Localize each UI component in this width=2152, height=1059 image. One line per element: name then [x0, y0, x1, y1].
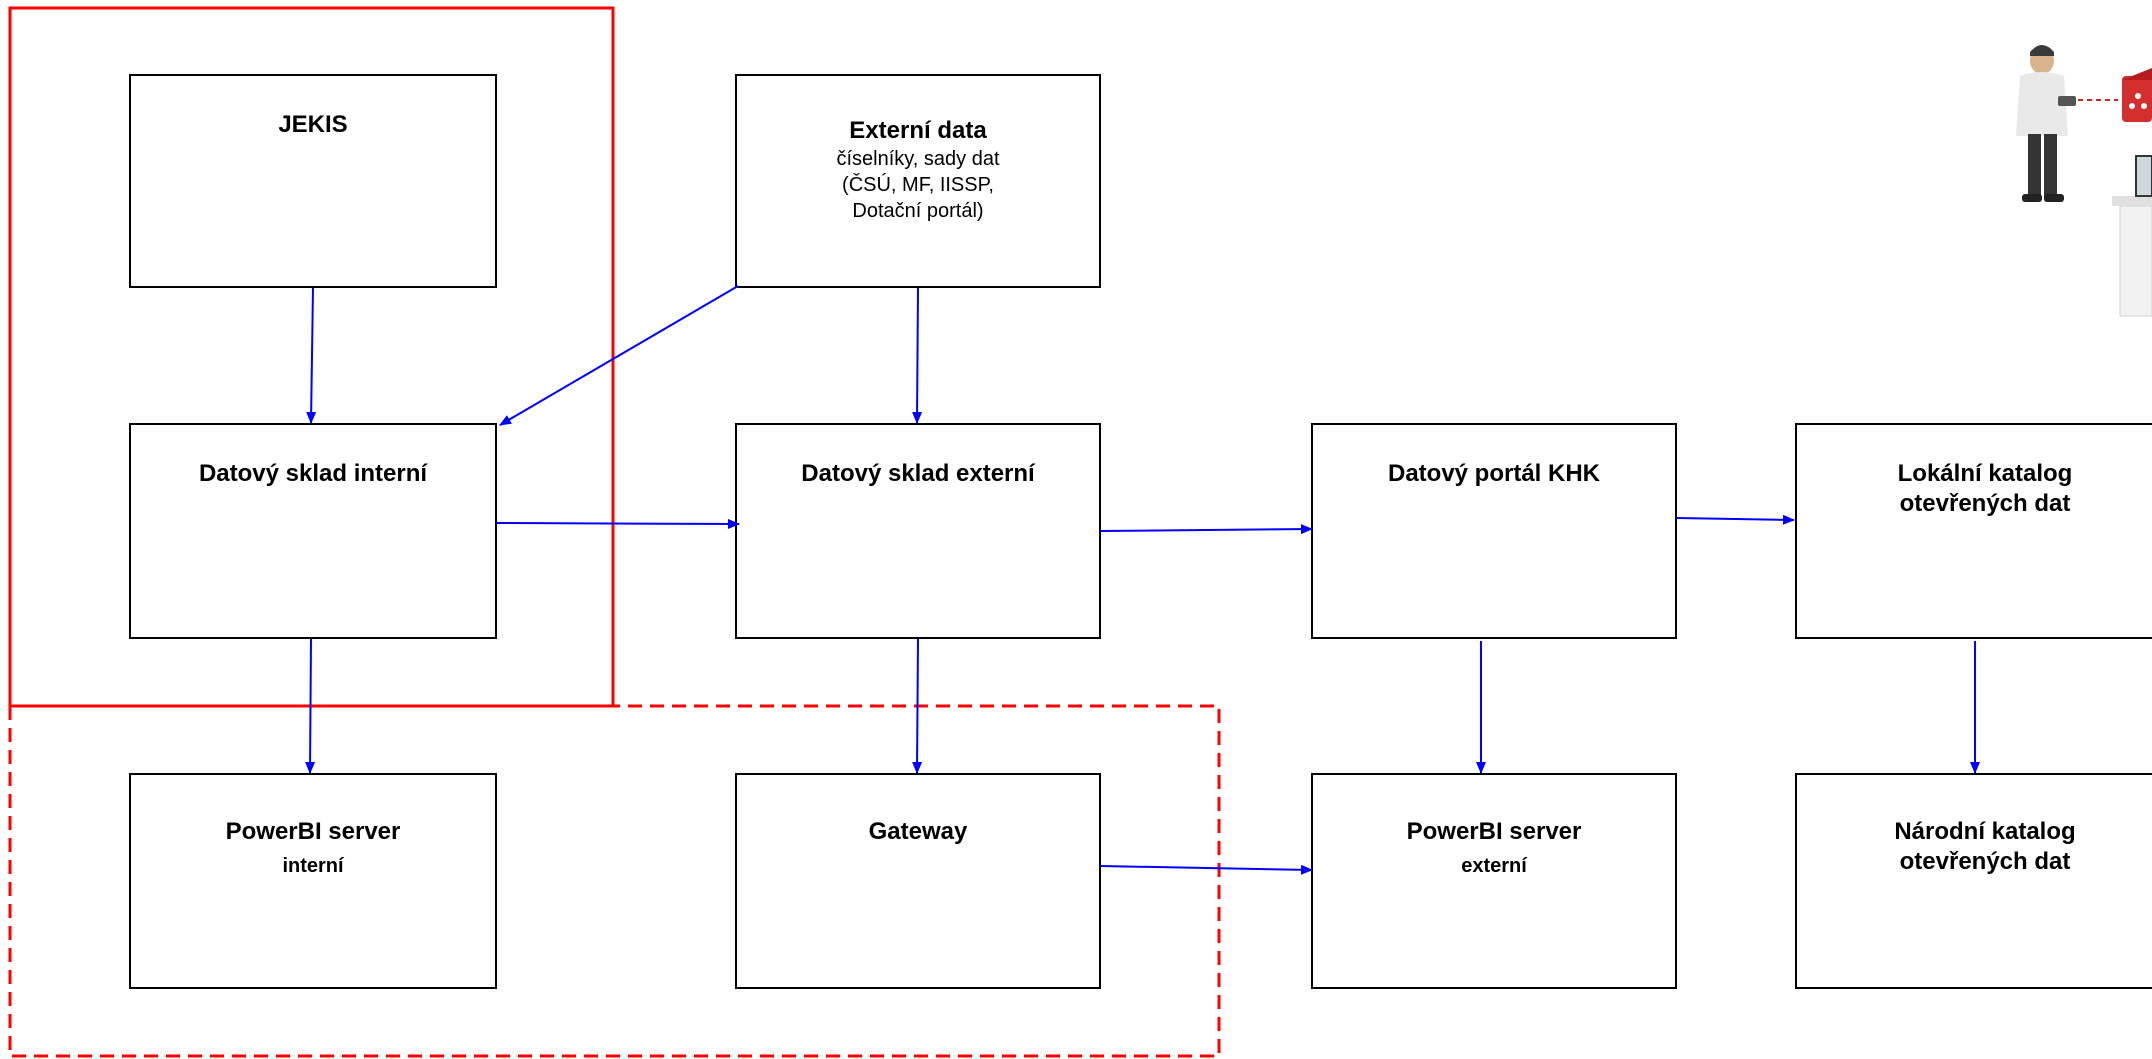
arrow-sklad-externi-to-portal — [1100, 524, 1313, 535]
node-datovy-sklad-externi: Datový sklad externí — [735, 423, 1101, 639]
node-narodni-katalog-title: Národní katalog otevřených dat — [1894, 818, 2076, 875]
node-externi-data: Externí data číselníky, sady dat (ČSÚ, M… — [735, 74, 1101, 288]
node-externi-data-subtitle: číselníky, sady dat (ČSÚ, MF, IISSP, Dot… — [836, 148, 1000, 222]
node-datovy-portal-khk-title: Datový portál KHK — [1387, 460, 1601, 487]
node-powerbi-externi: PowerBI server externí — [1311, 773, 1677, 989]
node-jekis: JEKIS — [129, 74, 497, 288]
arrow-jekis-to-sklad-interni — [306, 287, 317, 424]
node-powerbi-externi-title: PowerBI server — [1406, 818, 1582, 845]
person-illustration — [2016, 45, 2118, 202]
node-powerbi-interni: PowerBI server interní — [129, 773, 497, 989]
node-powerbi-interni-subtitle: interní — [282, 855, 344, 877]
arrow-gateway-to-powerbi-externi — [1100, 864, 1313, 875]
node-datovy-portal-khk: Datový portál KHK — [1311, 423, 1677, 639]
arrow-externi-to-sklad-interni — [499, 285, 739, 426]
node-gateway-title: Gateway — [868, 818, 968, 845]
node-datovy-sklad-interni: Datový sklad interní — [129, 423, 497, 639]
desk-illustration — [2112, 155, 2152, 317]
node-externi-data-title: Externí data — [849, 117, 987, 144]
arrow-sklad-interni-to-sklad-externi — [496, 518, 740, 529]
node-narodni-katalog: Národní katalog otevřených dat — [1795, 773, 2152, 989]
network-box-illustration — [2122, 68, 2152, 122]
node-gateway: Gateway — [735, 773, 1101, 989]
node-datovy-sklad-interni-title: Datový sklad interní — [198, 460, 428, 487]
arrow-portal-to-lokalni-katalog — [1676, 514, 1795, 525]
node-lokalni-katalog-title: Lokální katalog otevřených dat — [1897, 460, 2073, 517]
arrow-sklad-interni-to-powerbi-interni — [305, 638, 316, 774]
arrow-sklad-externi-to-gateway — [912, 638, 923, 774]
node-datovy-sklad-externi-title: Datový sklad externí — [801, 460, 1035, 487]
node-lokalni-katalog: Lokální katalog otevřených dat — [1795, 423, 2152, 639]
node-jekis-title: JEKIS — [278, 111, 348, 138]
external-zone-dashed — [8, 704, 1221, 1058]
node-powerbi-interni-title: PowerBI server — [225, 818, 401, 845]
node-powerbi-externi-subtitle: externí — [1461, 855, 1527, 877]
arrow-externi-to-sklad-externi — [912, 287, 923, 424]
